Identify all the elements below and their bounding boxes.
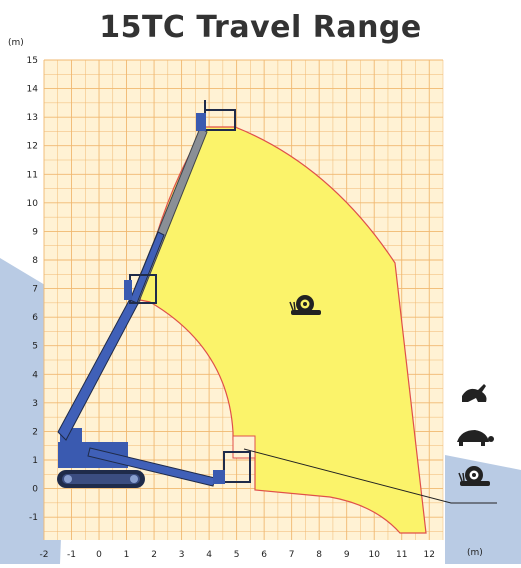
snail-legend-icon xyxy=(458,466,490,486)
x-tick-label: 4 xyxy=(206,550,212,560)
y-tick-label: 11 xyxy=(27,170,38,180)
range-notch xyxy=(232,435,256,459)
boom-horizontal xyxy=(87,447,216,487)
y-tick-label: 4 xyxy=(32,370,38,380)
right-wedge xyxy=(445,455,521,564)
platform-middle xyxy=(124,274,157,304)
y-tick-label: 13 xyxy=(27,113,38,123)
y-tick-label: 10 xyxy=(27,199,39,209)
rabbit-icon xyxy=(462,384,487,402)
y-tick-label: 3 xyxy=(32,399,38,409)
y-tick-label: 6 xyxy=(32,313,38,323)
y-tick-label: 0 xyxy=(32,485,38,495)
y-tick-label: 12 xyxy=(27,142,38,152)
snail-icon xyxy=(289,295,321,315)
x-tick-label: -1 xyxy=(67,550,76,560)
x-unit-label: (m) xyxy=(467,548,483,558)
page-title: 15TC Travel Range xyxy=(99,10,422,45)
x-tick-label: 8 xyxy=(316,550,322,560)
y-tick-label: 2 xyxy=(32,427,38,437)
turtle-icon xyxy=(457,430,494,446)
y-unit-label: (m) xyxy=(8,38,24,48)
y-tick-label: 14 xyxy=(27,85,39,95)
y-tick-label: -1 xyxy=(29,513,38,523)
x-tick-label: 2 xyxy=(151,550,157,560)
x-tick-label: -2 xyxy=(40,550,49,560)
pointer-line xyxy=(243,448,497,504)
x-tick-label: 1 xyxy=(124,550,130,560)
y-tick-label: 9 xyxy=(32,227,38,237)
y-tick-label: 1 xyxy=(32,456,38,466)
x-tick-label: 9 xyxy=(344,550,350,560)
x-tick-label: 12 xyxy=(424,550,435,560)
y-tick-label: 5 xyxy=(32,342,38,352)
x-tick-label: 6 xyxy=(261,550,267,560)
y-tick-label: 15 xyxy=(27,56,38,66)
x-tick-label: 0 xyxy=(96,550,102,560)
x-tick-label: 10 xyxy=(368,550,380,560)
y-tick-label: 7 xyxy=(32,285,38,295)
platform-top xyxy=(196,100,236,131)
platform-bottom xyxy=(213,451,251,484)
x-tick-label: 11 xyxy=(396,550,407,560)
x-tick-label: 3 xyxy=(179,550,185,560)
x-tick-label: 7 xyxy=(289,550,295,560)
x-tick-label: 5 xyxy=(234,550,240,560)
y-tick-label: 8 xyxy=(32,256,38,266)
